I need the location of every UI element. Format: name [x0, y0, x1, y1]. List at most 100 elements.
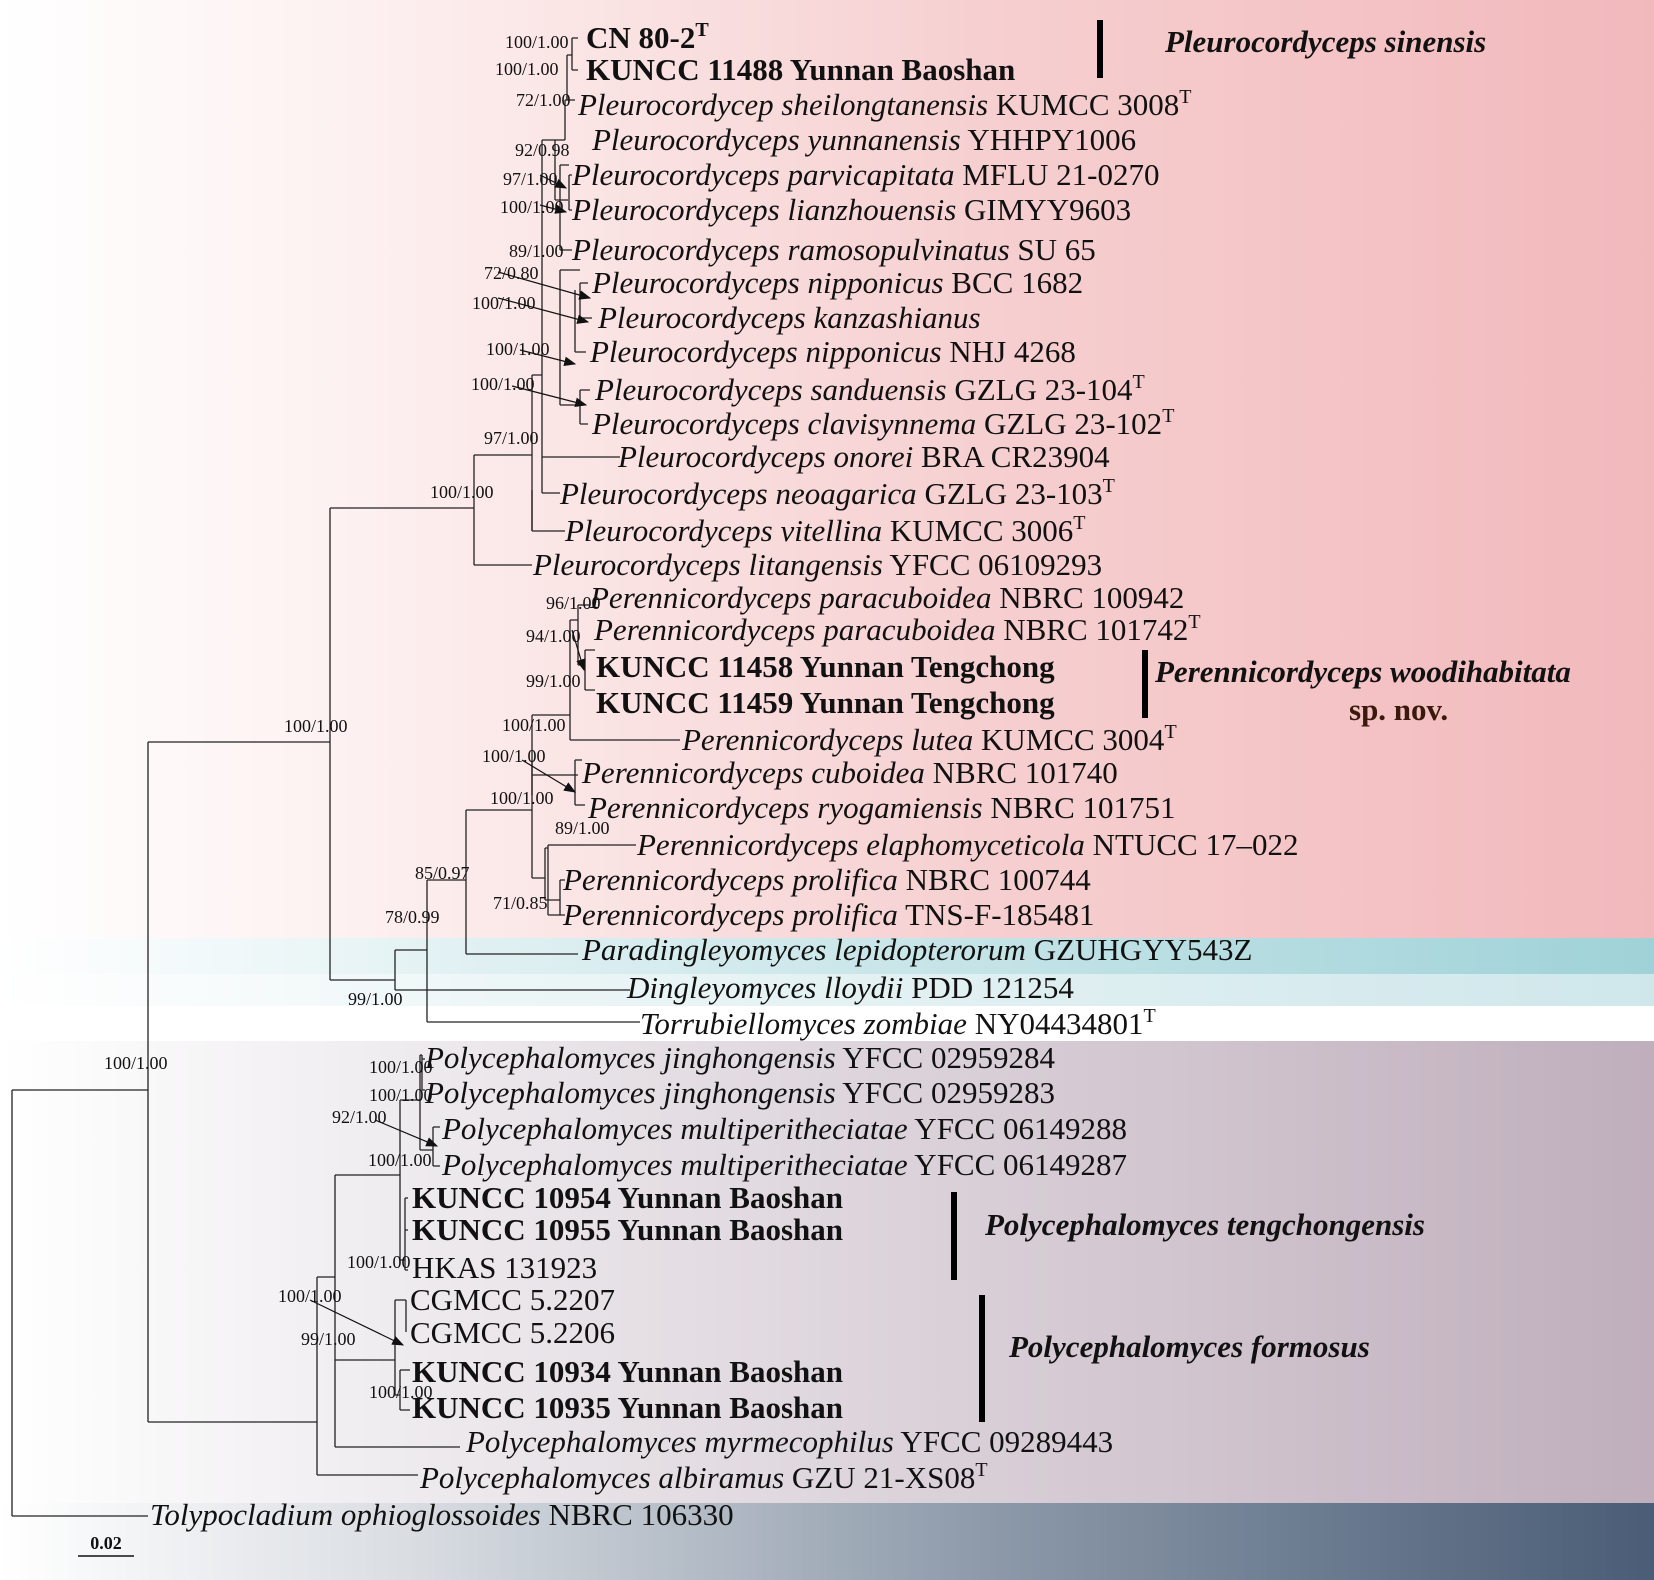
branch [566, 54, 575, 101]
branch [465, 809, 578, 955]
dingleyomyces-band [0, 974, 1654, 1006]
clade-label: Pleurocordyceps sinensis [1164, 24, 1486, 59]
branch [11, 1089, 148, 1517]
polycephalomyces-band [0, 1041, 1654, 1503]
branch [531, 714, 570, 879]
support-value: 100/1.00 [471, 374, 535, 394]
taxon-label: Polycephalomyces jinghongensis YFCC 0295… [424, 1075, 1055, 1110]
support-value: 100/1.00 [482, 746, 546, 766]
support-value: 100/1.00 [505, 32, 569, 52]
taxon-label: Dingleyomyces lloydii PDD 121254 [626, 970, 1074, 1005]
support-value: 89/1.00 [509, 241, 564, 261]
branch [394, 949, 630, 991]
support-value: 100/1.00 [495, 59, 559, 79]
support-arrow [497, 271, 592, 300]
taxon-label: Pleurocordyceps nipponicus NHJ 4268 [589, 334, 1076, 369]
support-value: 100/1.00 [284, 716, 348, 736]
support-value: 100/1.00 [369, 1057, 433, 1077]
clade-label: Polycephalomyces formosus [1008, 1329, 1370, 1364]
branch [559, 269, 575, 406]
branch [575, 269, 592, 319]
taxon-label: Perennicordyceps lutea KUMCC 3004T [681, 721, 1177, 757]
taxon-label: Pleurocordyceps nipponicus BCC 1682 [591, 265, 1083, 300]
taxon-label: HKAS 131923 [412, 1250, 597, 1285]
support-values: 100/1.00100/1.0072/1.0092/0.9897/1.00100… [104, 32, 610, 1402]
taxon-label: Torrubiellomyces zombiae NY04434801T [640, 1005, 1156, 1041]
support-value: 97/1.00 [484, 428, 539, 448]
taxon-label: CN 80-2T [586, 19, 709, 55]
clade-label: sp. nov. [1349, 692, 1448, 727]
taxon-label: Paradingleyomyces lepidopterorum GZUHGYY… [581, 932, 1252, 967]
taxon-label: KUNCC 11458 Yunnan Tengchong [596, 649, 1055, 684]
taxon-label: Polycephalomyces myrmecophilus YFCC 0928… [465, 1424, 1113, 1459]
branch [316, 1276, 418, 1476]
support-value: 97/1.00 [503, 169, 558, 189]
taxon-label: Pleurocordyceps ramosopulvinatus SU 65 [571, 232, 1096, 267]
branch [473, 454, 532, 566]
taxon-label: Perennicordyceps prolifica TNS-F-185481 [562, 897, 1095, 932]
branch [399, 1099, 420, 1261]
branch [571, 37, 578, 71]
support-value: 89/1.00 [555, 818, 610, 838]
support-value: 72/1.00 [516, 90, 571, 110]
tree-branches [11, 37, 680, 1517]
support-value: 100/1.00 [502, 715, 566, 735]
taxon-label: Perennicordyceps paracuboidea NBRC 10094… [589, 580, 1184, 615]
branch [531, 456, 620, 531]
branch [394, 1299, 402, 1396]
branch [329, 507, 474, 981]
support-value: 100/1.00 [347, 1252, 411, 1272]
support-arrows [309, 174, 592, 1346]
support-value: 100/1.00 [500, 197, 564, 217]
branch [569, 619, 680, 741]
taxon-label: Perennicordyceps cuboidea NBRC 101740 [581, 755, 1118, 790]
support-value: 94/1.00 [526, 626, 581, 646]
taxon-label: Polycephalomyces albiramus GZU 21-XS08T [419, 1459, 988, 1495]
branch [574, 290, 586, 353]
support-value: 92/1.00 [332, 1107, 387, 1127]
support-value: 96/1.00 [546, 593, 601, 613]
support-value: 72/0.80 [484, 263, 539, 283]
clade-labels: Pleurocordyceps sinensisPerennicordyceps… [984, 24, 1571, 1364]
taxon-label: Pleurocordyceps neoagarica GZLG 23-103T [559, 475, 1115, 511]
taxon-label: Perennicordyceps ryogamiensis NBRC 10175… [587, 790, 1176, 825]
scale-bar-label: 0.02 [90, 1533, 122, 1553]
taxon-label: Polycephalomyces jinghongensis YFCC 0295… [424, 1040, 1055, 1075]
branch [334, 1277, 460, 1448]
clade-label: Polycephalomyces tengchongensis [984, 1207, 1425, 1242]
support-value: 78/0.99 [385, 907, 440, 927]
taxon-label: Pleurocordyceps lianzhouensis GIMYY9603 [571, 192, 1131, 227]
branch [432, 1126, 440, 1167]
support-value: 100/1.00 [430, 482, 494, 502]
support-value: 85/0.97 [415, 863, 470, 883]
taxon-label: KUNCC 10934 Yunnan Baoshan [412, 1354, 843, 1389]
paradingleyomyces-band [0, 938, 1654, 974]
support-arrow [511, 385, 588, 407]
taxon-label: KUNCC 11488 Yunnan Baoshan [586, 52, 1015, 87]
taxon-label: KUNCC 11459 Yunnan Tengchong [596, 685, 1055, 720]
branch [547, 844, 636, 916]
support-value: 99/1.00 [348, 989, 403, 1009]
torrubiellomyces-band [0, 1006, 1654, 1041]
taxon-label: Pleurocordyceps parvicapitata MFLU 21-02… [571, 157, 1159, 192]
taxon-label: Pleurocordyceps kanzashianus [597, 300, 981, 335]
taxon-label: Perennicordyceps elaphomyceticola NTUCC … [636, 827, 1298, 862]
branch [334, 1174, 400, 1361]
support-value: 99/1.00 [301, 1329, 356, 1349]
taxon-label: Tolypocladium ophioglossoides NBRC 10633… [150, 1497, 734, 1532]
branch [404, 1197, 408, 1271]
support-arrow [539, 204, 568, 214]
taxon-label: Perennicordyceps prolifica NBRC 100744 [562, 862, 1091, 897]
taxon-label: CGMCC 5.2207 [410, 1282, 615, 1317]
clade-label: Perennicordyceps woodihabitata [1154, 654, 1571, 689]
support-value: 100/1.00 [486, 339, 550, 359]
support-value: 100/1.00 [278, 1286, 342, 1306]
support-value: 100/1.00 [472, 293, 536, 313]
support-value: 92/0.98 [515, 140, 570, 160]
branch [541, 139, 560, 494]
branch [426, 879, 640, 1023]
taxon-label: Pleurocordyceps litangensis YFCC 0610929… [532, 547, 1102, 582]
branch [421, 1055, 425, 1091]
